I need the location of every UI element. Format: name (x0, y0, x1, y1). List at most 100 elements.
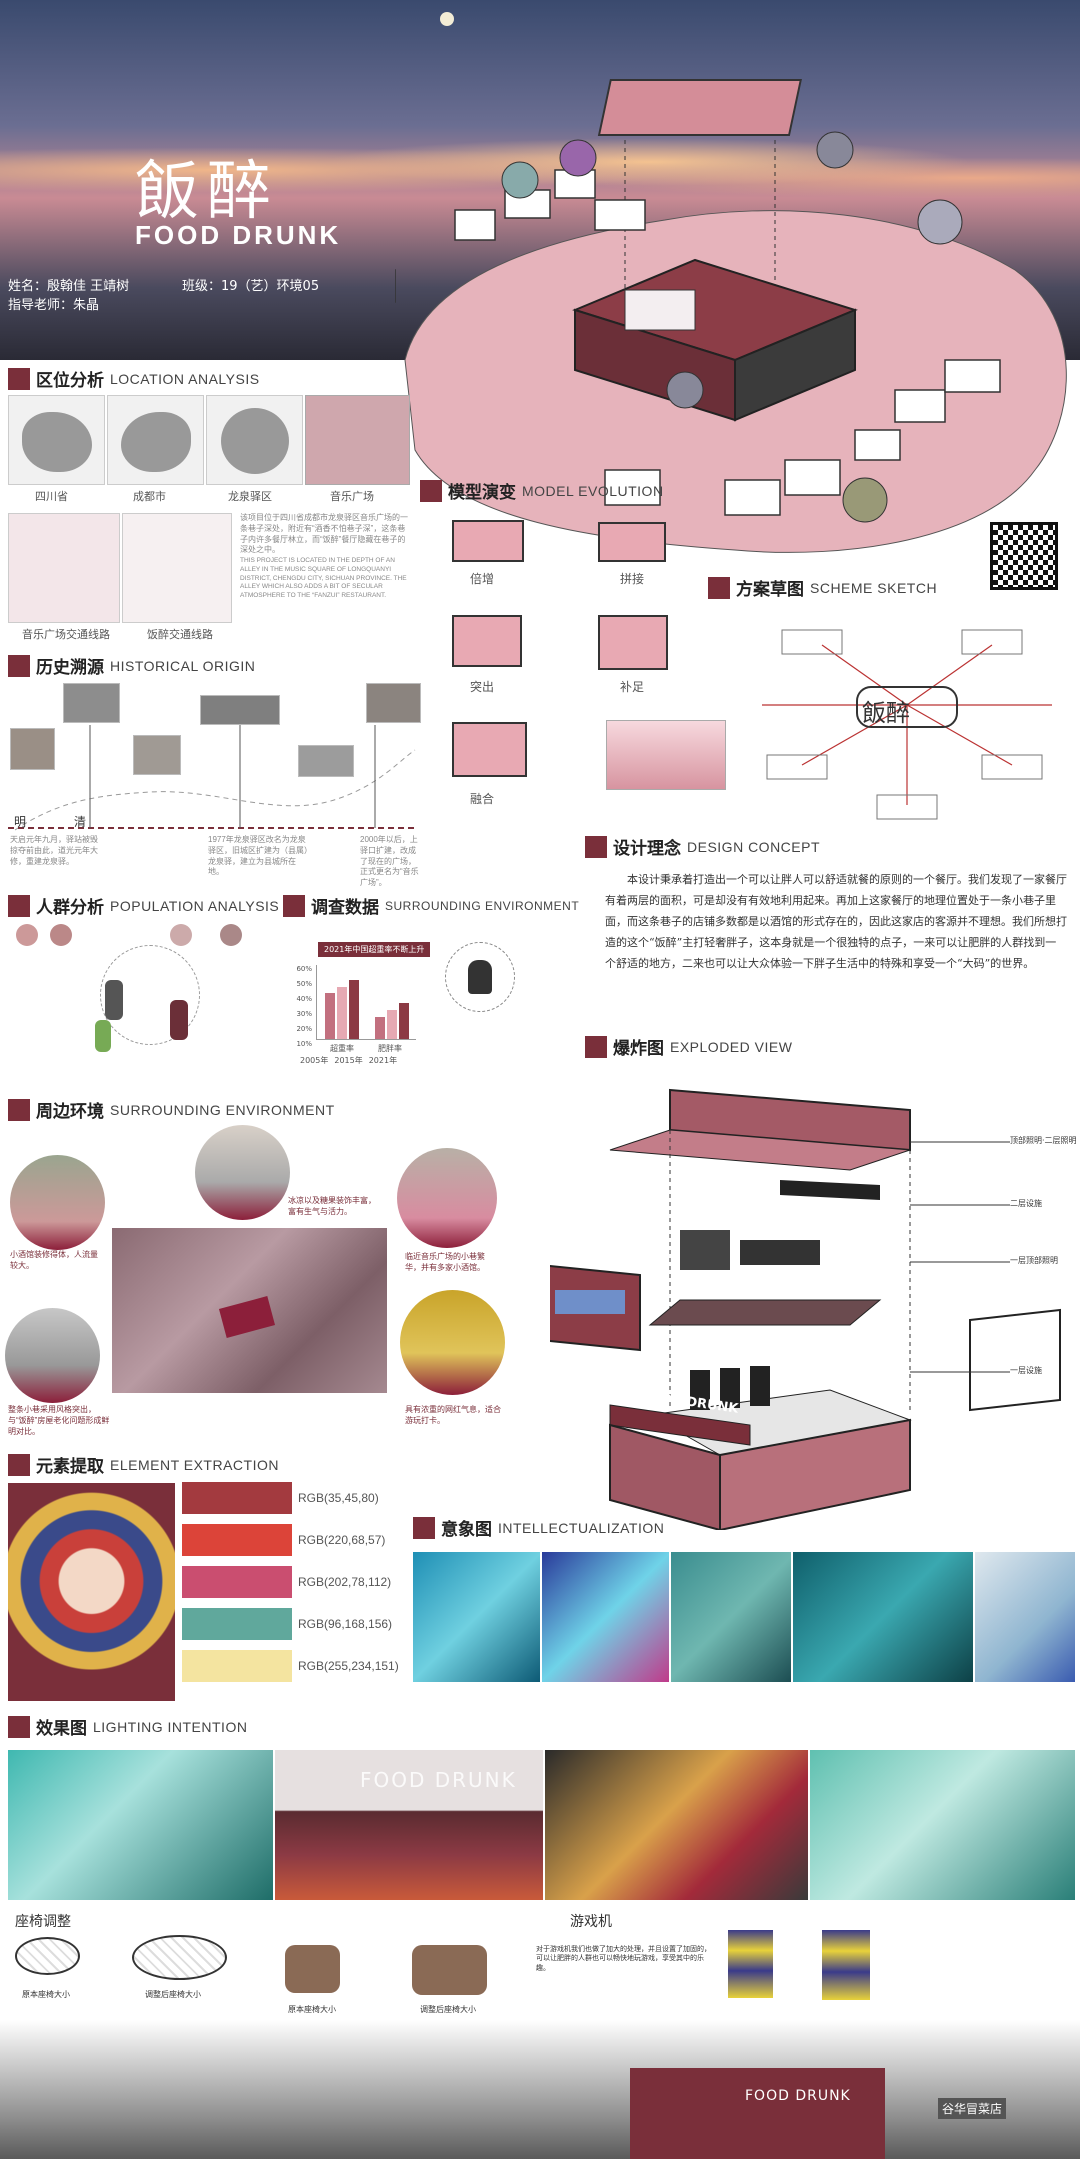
swatch-color-3 (182, 1566, 292, 1598)
explode-label-3: 一层顶部照明 (1010, 1256, 1058, 1265)
hero-title-zh: 飯醉 (135, 155, 279, 229)
history-photo-2 (63, 683, 120, 723)
section-marker (420, 479, 442, 502)
render-2-sign: FOOD DRUNK (360, 1768, 517, 1792)
swatch-list: RGB(35,45,80) RGB(220,68,57) RGB(202,78,… (182, 1482, 422, 1682)
env-caption-3: 临近音乐广场的小巷繁华，并有多家小酒馆。 (405, 1252, 485, 1272)
swatch-row: RGB(35,45,80) (182, 1482, 422, 1514)
section-title-zh: 效果图 (36, 1719, 87, 1739)
section-title-zh: 设计理念 (613, 839, 681, 859)
render-2 (275, 1750, 543, 1900)
hero-teacher-line: 指导老师：朱晶 (8, 298, 100, 313)
opera-mask-illustration (8, 1483, 175, 1701)
swatch-color-1 (182, 1482, 292, 1514)
swatch-label-2: RGB(220,68,57) (298, 1533, 386, 1547)
model-final-render (606, 720, 726, 790)
swatch-color-5 (182, 1650, 292, 1682)
history-photo-5 (298, 745, 354, 777)
section-marker (283, 894, 305, 917)
map-chengdu (107, 395, 204, 485)
hero-title-en: FOOD DRUNK (135, 220, 342, 250)
env-caption-1: 小酒馆装修得体，人流量较大。 (10, 1250, 98, 1270)
bar-1-1 (387, 1010, 397, 1039)
explode-label-4: 一层设施 (1010, 1366, 1042, 1375)
section-marker (413, 1516, 435, 1539)
survey-person-icon (468, 960, 492, 994)
env-caption-4: 整条小巷采用风格突出，与“饭醉”房屋老化问题形成鲜明对比。 (8, 1405, 110, 1436)
section-title-zh: 周边环境 (36, 1102, 104, 1122)
render-3 (545, 1750, 808, 1900)
env-photo-3 (397, 1148, 497, 1248)
section-header-sketch: 方案草图 SCHEME SKETCH (708, 575, 937, 600)
section-title-en: MODEL EVOLUTION (522, 482, 664, 499)
section-title-en: DESIGN CONCEPT (687, 838, 821, 855)
seats-title: 座椅调整 (15, 1914, 71, 1930)
section-title-en: HISTORICAL ORIGIN (110, 657, 256, 674)
section-header-elements: 元素提取 ELEMENT EXTRACTION (8, 1452, 279, 1477)
person-figure (95, 1020, 111, 1052)
seat-label-4: 调整后座椅大小 (420, 2005, 476, 2014)
section-header-surround: 周边环境 SURROUNDING ENVIRONMENT (8, 1097, 335, 1122)
timeline-label-ming: 明 (14, 815, 27, 829)
mood-image-1 (413, 1552, 540, 1682)
explode-label-2: 二层设施 (1010, 1199, 1042, 1208)
history-note-2: 1977年龙泉驿区改名为龙泉驿区，旧城区扩建为（县属）龙泉驿，建立为县城所在地。 (208, 835, 308, 877)
env-photo-4 (5, 1308, 100, 1403)
section-title-en: LOCATION ANALYSIS (110, 370, 260, 387)
history-note-1: 天启元年九月，驿站被毁掠夺前由此，道光元年大修，重建龙泉驿。 (10, 835, 98, 866)
survey-chart-plot (316, 965, 416, 1040)
swatch-label-4: RGB(96,168,156) (298, 1617, 393, 1631)
swatch-label-5: RGB(255,234,151) (298, 1659, 399, 1673)
mood-image-5 (975, 1552, 1075, 1682)
seat-label-3: 原本座椅大小 (288, 2005, 336, 2014)
section-title-zh: 爆炸图 (613, 1039, 664, 1059)
footer-storefront (630, 2068, 885, 2159)
survey-icon-wheel (445, 942, 515, 1012)
model-label-1: 倍增 (470, 572, 495, 586)
moon (440, 12, 454, 26)
footer-sign: FOOD DRUNK (745, 2088, 851, 2104)
section-title-zh: 模型演变 (448, 483, 516, 503)
legend-2015: 2015年 (334, 1056, 363, 1065)
ytick: 30% (296, 1010, 312, 1018)
history-photo-6 (366, 683, 421, 723)
hero-name-line: 姓名：殷翰佳 王靖树 (8, 279, 130, 294)
avatar (16, 924, 38, 946)
timeline-label-qing: 清 (74, 815, 87, 829)
section-marker (585, 835, 607, 858)
section-title-zh: 历史溯源 (36, 658, 104, 678)
swatch-label-3: RGB(202,78,112) (298, 1575, 392, 1589)
section-header-concept: 设计理念 DESIGN CONCEPT (585, 834, 820, 859)
history-note-3: 2000年以后，上驿口扩建，改成了现在的广场，正式更名为“音乐广场”。 (360, 835, 419, 888)
avatar (170, 924, 192, 946)
hero-class-line: 班级：19（艺）环境05 (182, 279, 320, 294)
avatar (220, 924, 242, 946)
env-photo-2 (195, 1125, 290, 1220)
section-header-location: 区位分析 LOCATION ANALYSIS (8, 366, 260, 391)
model-label-3: 突出 (470, 680, 495, 694)
route-label-1: 音乐广场交通线路 (22, 629, 110, 641)
location-desc-cn: 该项目位于四川省成都市龙泉驿区音乐广场的一条巷子深处，附近有“酒香不怕巷子深”，… (240, 513, 408, 555)
history-timeline (8, 725, 416, 831)
section-title-en: POPULATION ANALYSIS (110, 897, 280, 914)
qr-code[interactable] (990, 522, 1058, 590)
bar-0-1 (337, 986, 347, 1039)
population-diagram (10, 920, 275, 1060)
route-map-fanzui (122, 513, 232, 623)
site-axonometric (395, 79, 1067, 553)
env-caption-5: 具有浓重的网红气息，适合游玩打卡。 (405, 1405, 501, 1425)
map-sichuan (8, 395, 105, 485)
survey-chart-yaxis: 60% 50% 40% 30% 20% 10% (290, 962, 312, 1052)
mood-image-2 (542, 1552, 669, 1682)
person-figure (105, 980, 123, 1020)
survey-legend: 2005年 2015年 2021年 (300, 1055, 397, 1066)
exploded-view-drawing (550, 1088, 1061, 1530)
sketch-center-text: 飯醉 (862, 699, 910, 727)
model-step-2 (598, 522, 666, 562)
route-label-2: 饭醉交通线路 (147, 629, 213, 641)
section-title-zh: 区位分析 (36, 371, 104, 391)
map-label-music-square: 音乐广场 (330, 491, 374, 503)
swatch-row: RGB(96,168,156) (182, 1608, 422, 1640)
route-map-music-square (8, 513, 120, 623)
